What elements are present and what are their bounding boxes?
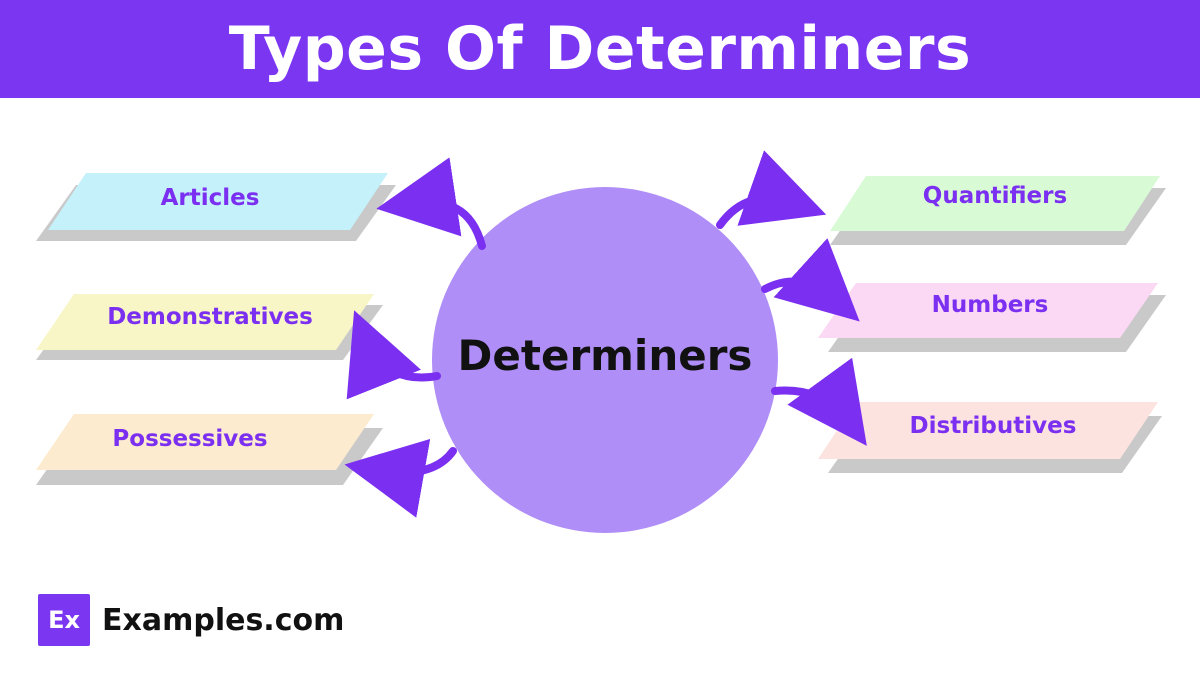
node-label-demonstratives: Demonstratives: [107, 304, 313, 330]
distributives-box: [818, 402, 1158, 459]
page-title: Types Of Determiners: [228, 14, 972, 84]
center-circle: [432, 187, 778, 533]
arrow-to-possessives: [344, 438, 457, 518]
brand: Ex Examples.com: [38, 594, 344, 646]
title-banner: Types Of Determiners: [0, 0, 1200, 98]
articles-box: [48, 173, 388, 230]
numbers-box: [818, 283, 1158, 338]
node-label-quantifiers: Quantifiers: [922, 183, 1068, 209]
arrow-to-demonstratives: [346, 310, 441, 400]
node-label-articles: Articles: [160, 185, 260, 211]
node-label-numbers: Numbers: [931, 292, 1049, 318]
node-label-possessives: Possessives: [112, 426, 268, 452]
arrow-to-quantifiers: [716, 150, 827, 229]
quantifiers-box: [830, 176, 1160, 231]
possessives-box: [36, 414, 374, 470]
center-label: Determiners: [457, 330, 753, 380]
brand-logo: Ex: [38, 594, 90, 646]
node-label-distributives: Distributives: [909, 413, 1077, 439]
brand-name: Examples.com: [102, 602, 345, 638]
demonstratives-box: [36, 294, 374, 350]
arrow-to-distributives: [771, 357, 867, 446]
arrow-to-articles: [376, 157, 486, 250]
arrow-to-numbers: [761, 238, 860, 322]
